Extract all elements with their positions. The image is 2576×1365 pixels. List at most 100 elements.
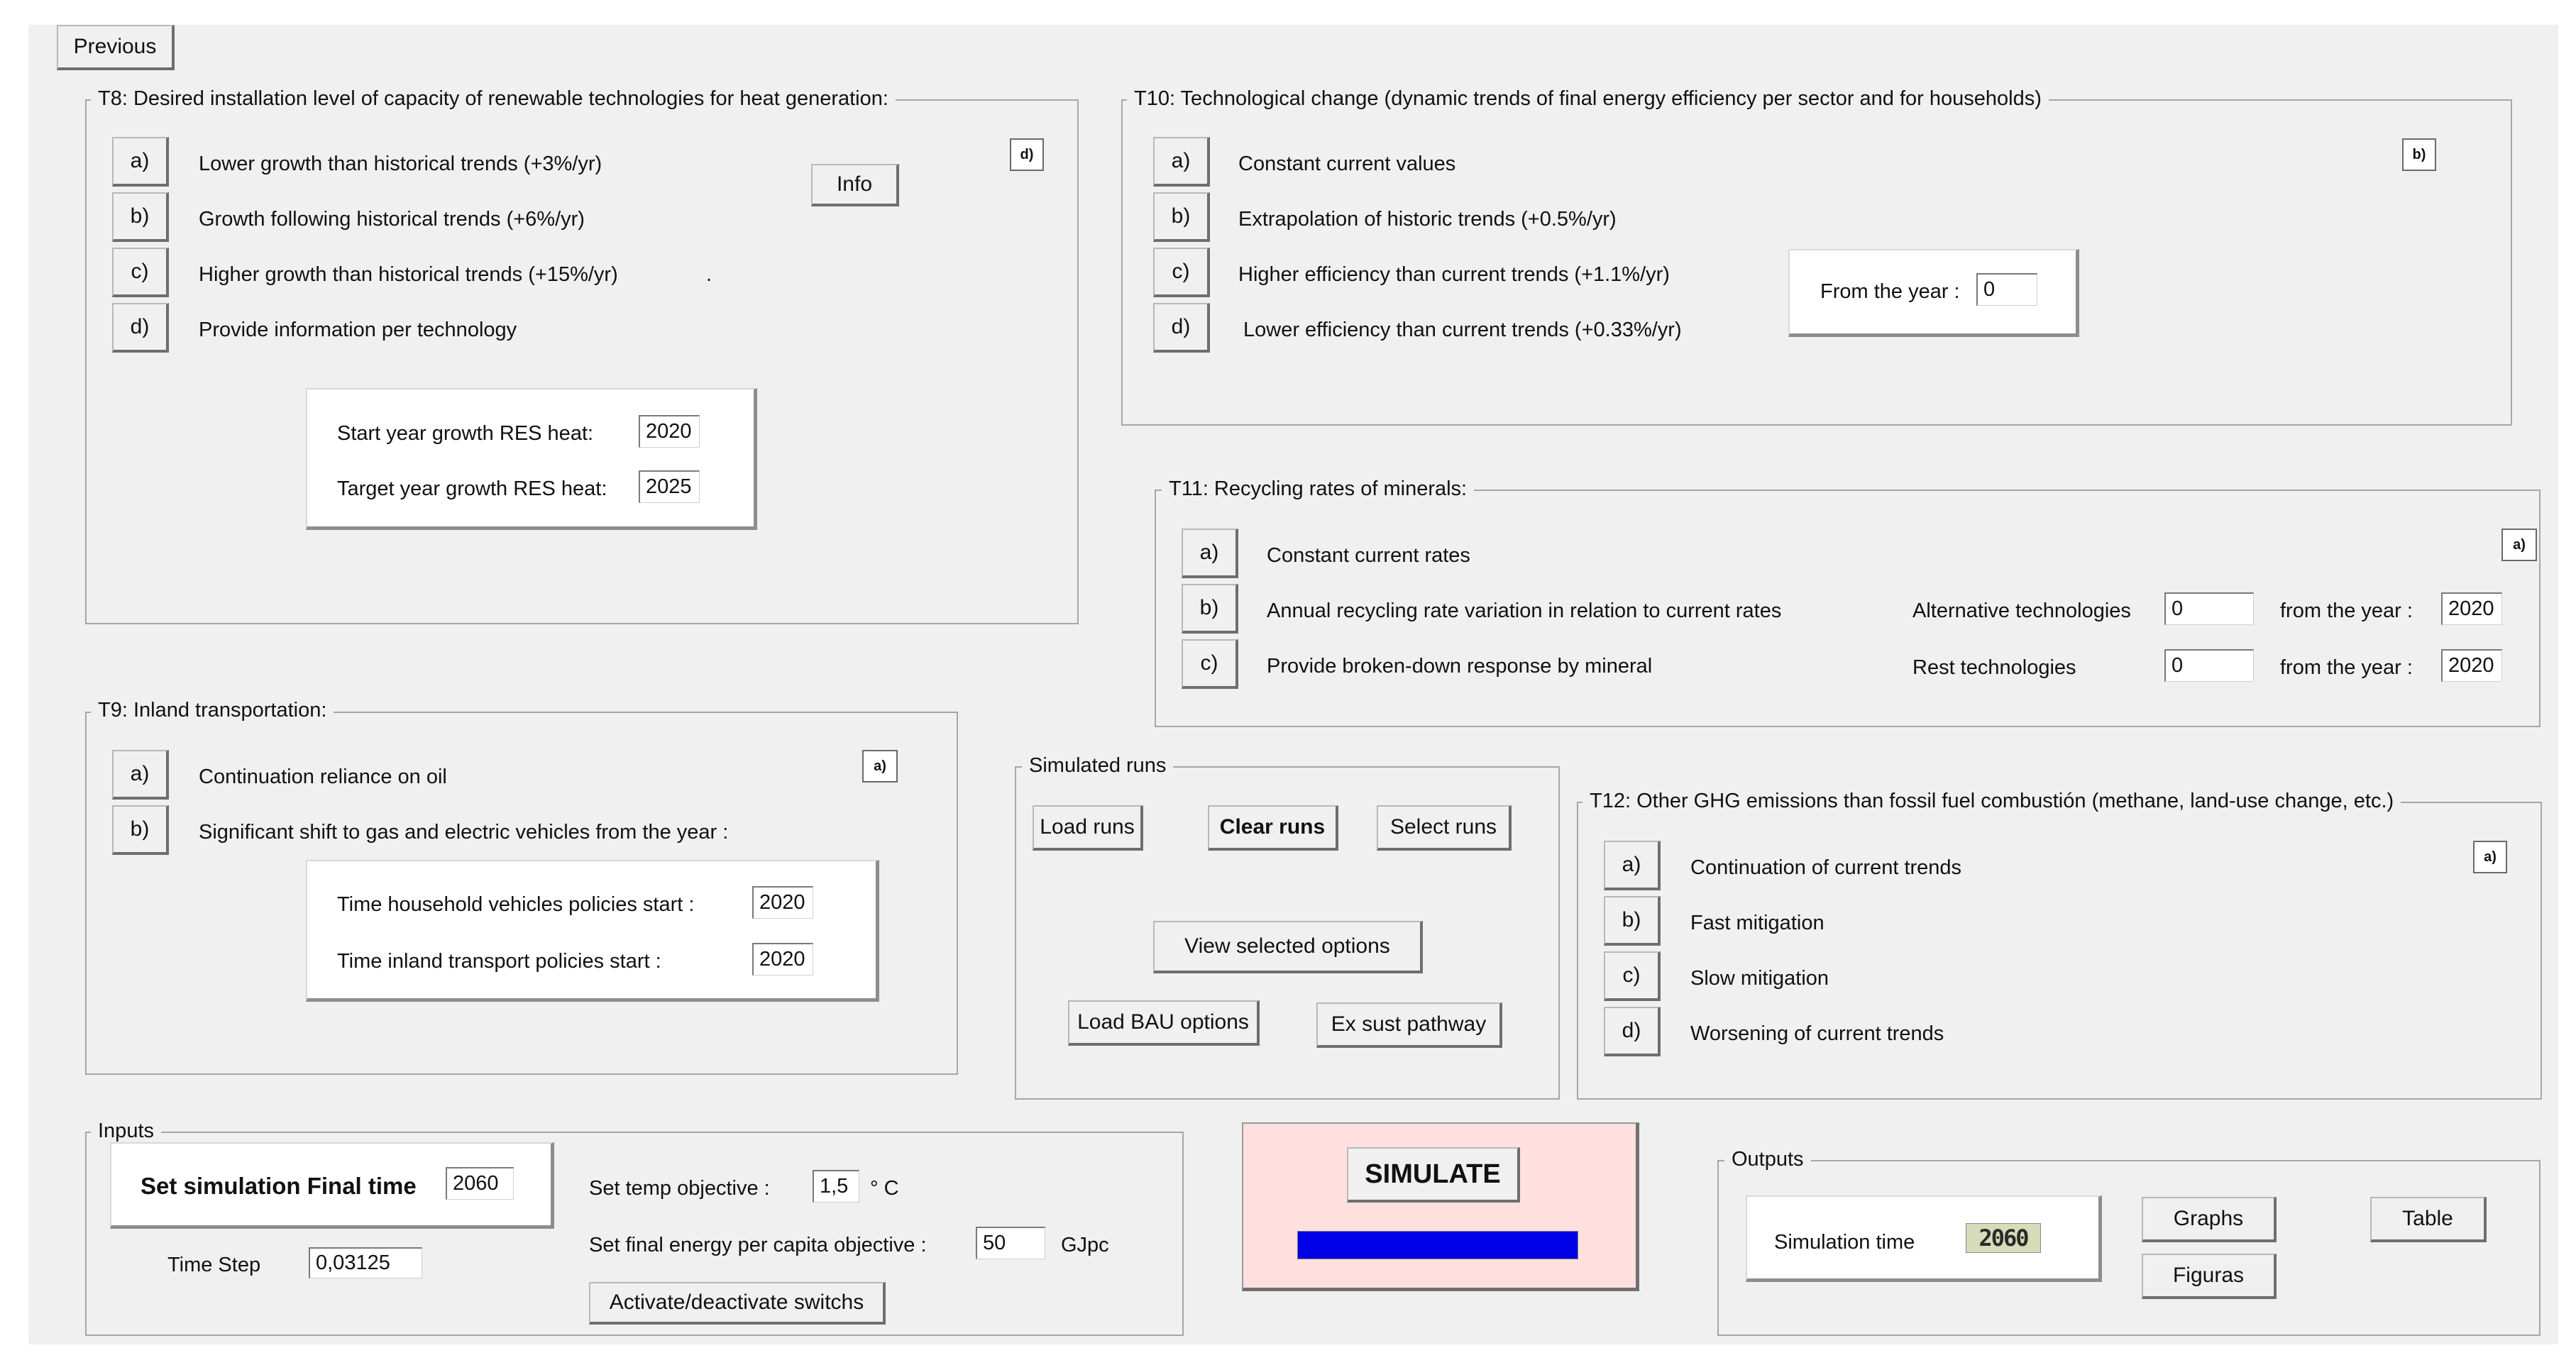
t11-rest-tech-input[interactable]: 0 [2164,649,2254,682]
t9-selected-indicator: a) [862,750,898,783]
clear-runs-button[interactable]: Clear runs [1208,805,1338,851]
t11-alt-from-year-label: from the year : [2280,599,2413,622]
t9-option-b-label: Significant shift to gas and electric ve… [199,821,729,844]
simulate-button[interactable]: SIMULATE [1347,1147,1520,1203]
t11-title: T11: Recycling rates of minerals: [1162,477,1475,501]
t11-selected-indicator: a) [2501,529,2537,561]
t12-option-a-button[interactable]: a) [1604,841,1661,890]
energy-unit: GJpc [1061,1234,1109,1256]
t12-option-d-button[interactable]: d) [1604,1007,1661,1056]
t12-option-c-label: Slow mitigation [1690,967,1829,990]
final-time-label: Set simulation Final time [141,1173,417,1199]
t11-option-c-button[interactable]: c) [1182,639,1238,689]
t10-option-d-label: Lower efficiency than current trends (+0… [1243,319,1682,341]
t12-option-c-button[interactable]: c) [1604,951,1661,1001]
app-window: Previous T8: Desired installation level … [28,25,2558,1344]
t8-option-a-button[interactable]: a) [112,137,169,187]
t12-option-b-button[interactable]: b) [1604,896,1661,946]
activate-switches-button[interactable]: Activate/deactivate switchs [589,1282,886,1325]
t8-option-c-label: Higher growth than historical trends (+1… [199,263,618,286]
final-time-input[interactable]: 2060 [446,1167,514,1200]
simulated-runs-group [1015,766,1560,1100]
t11-option-a-button[interactable]: a) [1182,529,1238,578]
t8-option-c-button[interactable]: c) [112,248,169,297]
t11-option-b-button[interactable]: b) [1182,584,1238,634]
previous-button[interactable]: Previous [57,25,175,70]
simulation-time-label: Simulation time [1774,1231,1915,1254]
energy-objective-input[interactable]: 50 [976,1227,1045,1259]
t8-option-b-label: Growth following historical trends (+6%/… [199,208,585,231]
t8-title: T8: Desired installation level of capaci… [91,87,896,111]
t10-selected-indicator: b) [2402,138,2436,171]
table-button[interactable]: Table [2370,1197,2487,1242]
t9-inland-input[interactable]: 2020 [752,943,813,976]
t8-group [85,99,1079,624]
outputs-title: Outputs [1724,1148,1811,1171]
t10-option-b-label: Extrapolation of historic trends (+0.5%/… [1238,208,1617,231]
t12-option-d-label: Worsening of current trends [1690,1022,1944,1045]
t11-rest-tech-label: Rest technologies [1912,656,2076,679]
t12-selected-indicator: a) [2473,841,2507,873]
t10-option-d-button[interactable]: d) [1153,303,1210,353]
outputs-group [1717,1160,2541,1336]
t12-group [1577,802,2542,1100]
progress-fill [1298,1232,1578,1259]
t12-title: T12: Other GHG emissions than fossil fue… [1583,790,2401,813]
t8-option-b-button[interactable]: b) [112,192,169,242]
t11-alt-year-input[interactable]: 2020 [2441,592,2502,625]
simulation-time-panel [1746,1195,2102,1282]
t10-from-year-input[interactable]: 0 [1976,273,2037,306]
energy-objective-label: Set final energy per capita objective : [589,1234,927,1256]
t10-option-a-button[interactable]: a) [1153,137,1210,187]
t11-alt-tech-input[interactable]: 0 [2164,592,2254,625]
simulation-progress-bar [1297,1231,1578,1259]
t11-group [1155,490,2541,727]
t12-option-a-label: Continuation of current trends [1690,856,1962,879]
t9-household-input[interactable]: 2020 [752,886,813,919]
inputs-group [85,1132,1184,1336]
t8-stray-dot: . [706,263,712,286]
t9-option-a-label: Continuation reliance on oil [199,766,447,788]
t10-from-year-label: From the year : [1820,280,1960,303]
simulation-time-display: 2060 [1966,1223,2041,1253]
t11-option-b-label: Annual recycling rate variation in relat… [1267,599,1782,622]
graphs-button[interactable]: Graphs [2142,1197,2277,1242]
t9-group [85,712,958,1075]
t11-option-c-label: Provide broken-down response by mineral [1267,655,1653,678]
view-selected-options-button[interactable]: View selected options [1153,921,1423,973]
temp-objective-input[interactable]: 1,5 [813,1170,859,1203]
t8-start-year-input[interactable]: 2020 [639,415,700,448]
t9-option-b-button[interactable]: b) [112,805,169,855]
t11-rest-from-year-label: from the year : [2280,656,2413,679]
t8-selected-indicator: d) [1010,138,1044,171]
t10-option-b-button[interactable]: b) [1153,192,1210,242]
t11-option-a-label: Constant current rates [1267,544,1470,567]
inputs-title: Inputs [91,1120,161,1143]
t11-alt-tech-label: Alternative technologies [1912,599,2131,622]
t8-target-year-input[interactable]: 2025 [639,470,700,503]
t10-title: T10: Technological change (dynamic trend… [1127,87,2049,111]
ex-sust-pathway-button[interactable]: Ex sust pathway [1316,1002,1502,1048]
load-runs-button[interactable]: Load runs [1033,805,1143,851]
t10-option-c-button[interactable]: c) [1153,248,1210,297]
t10-option-c-label: Higher efficiency than current trends (+… [1238,263,1670,286]
time-step-input[interactable]: 0,03125 [309,1247,422,1278]
time-step-label: Time Step [167,1254,261,1276]
select-runs-button[interactable]: Select runs [1377,805,1512,851]
t9-option-a-button[interactable]: a) [112,750,169,800]
t8-info-button[interactable]: Info [811,164,899,206]
t9-household-label: Time household vehicles policies start : [337,893,695,916]
t8-option-d-button[interactable]: d) [112,303,169,353]
t8-option-d-label: Provide information per technology [199,319,517,341]
t9-title: T9: Inland transportation: [91,699,334,722]
temp-unit: ° C [870,1177,899,1200]
t12-option-b-label: Fast mitigation [1690,912,1824,934]
load-bau-options-button[interactable]: Load BAU options [1068,1000,1260,1046]
t8-option-a-label: Lower growth than historical trends (+3%… [199,153,602,175]
t11-rest-year-input[interactable]: 2020 [2441,649,2502,682]
t8-target-year-label: Target year growth RES heat: [337,477,607,500]
t8-start-year-label: Start year growth RES heat: [337,422,594,445]
figuras-button[interactable]: Figuras [2142,1254,2277,1299]
t9-inland-label: Time inland transport policies start : [337,950,661,973]
t8-years-panel [306,388,757,530]
